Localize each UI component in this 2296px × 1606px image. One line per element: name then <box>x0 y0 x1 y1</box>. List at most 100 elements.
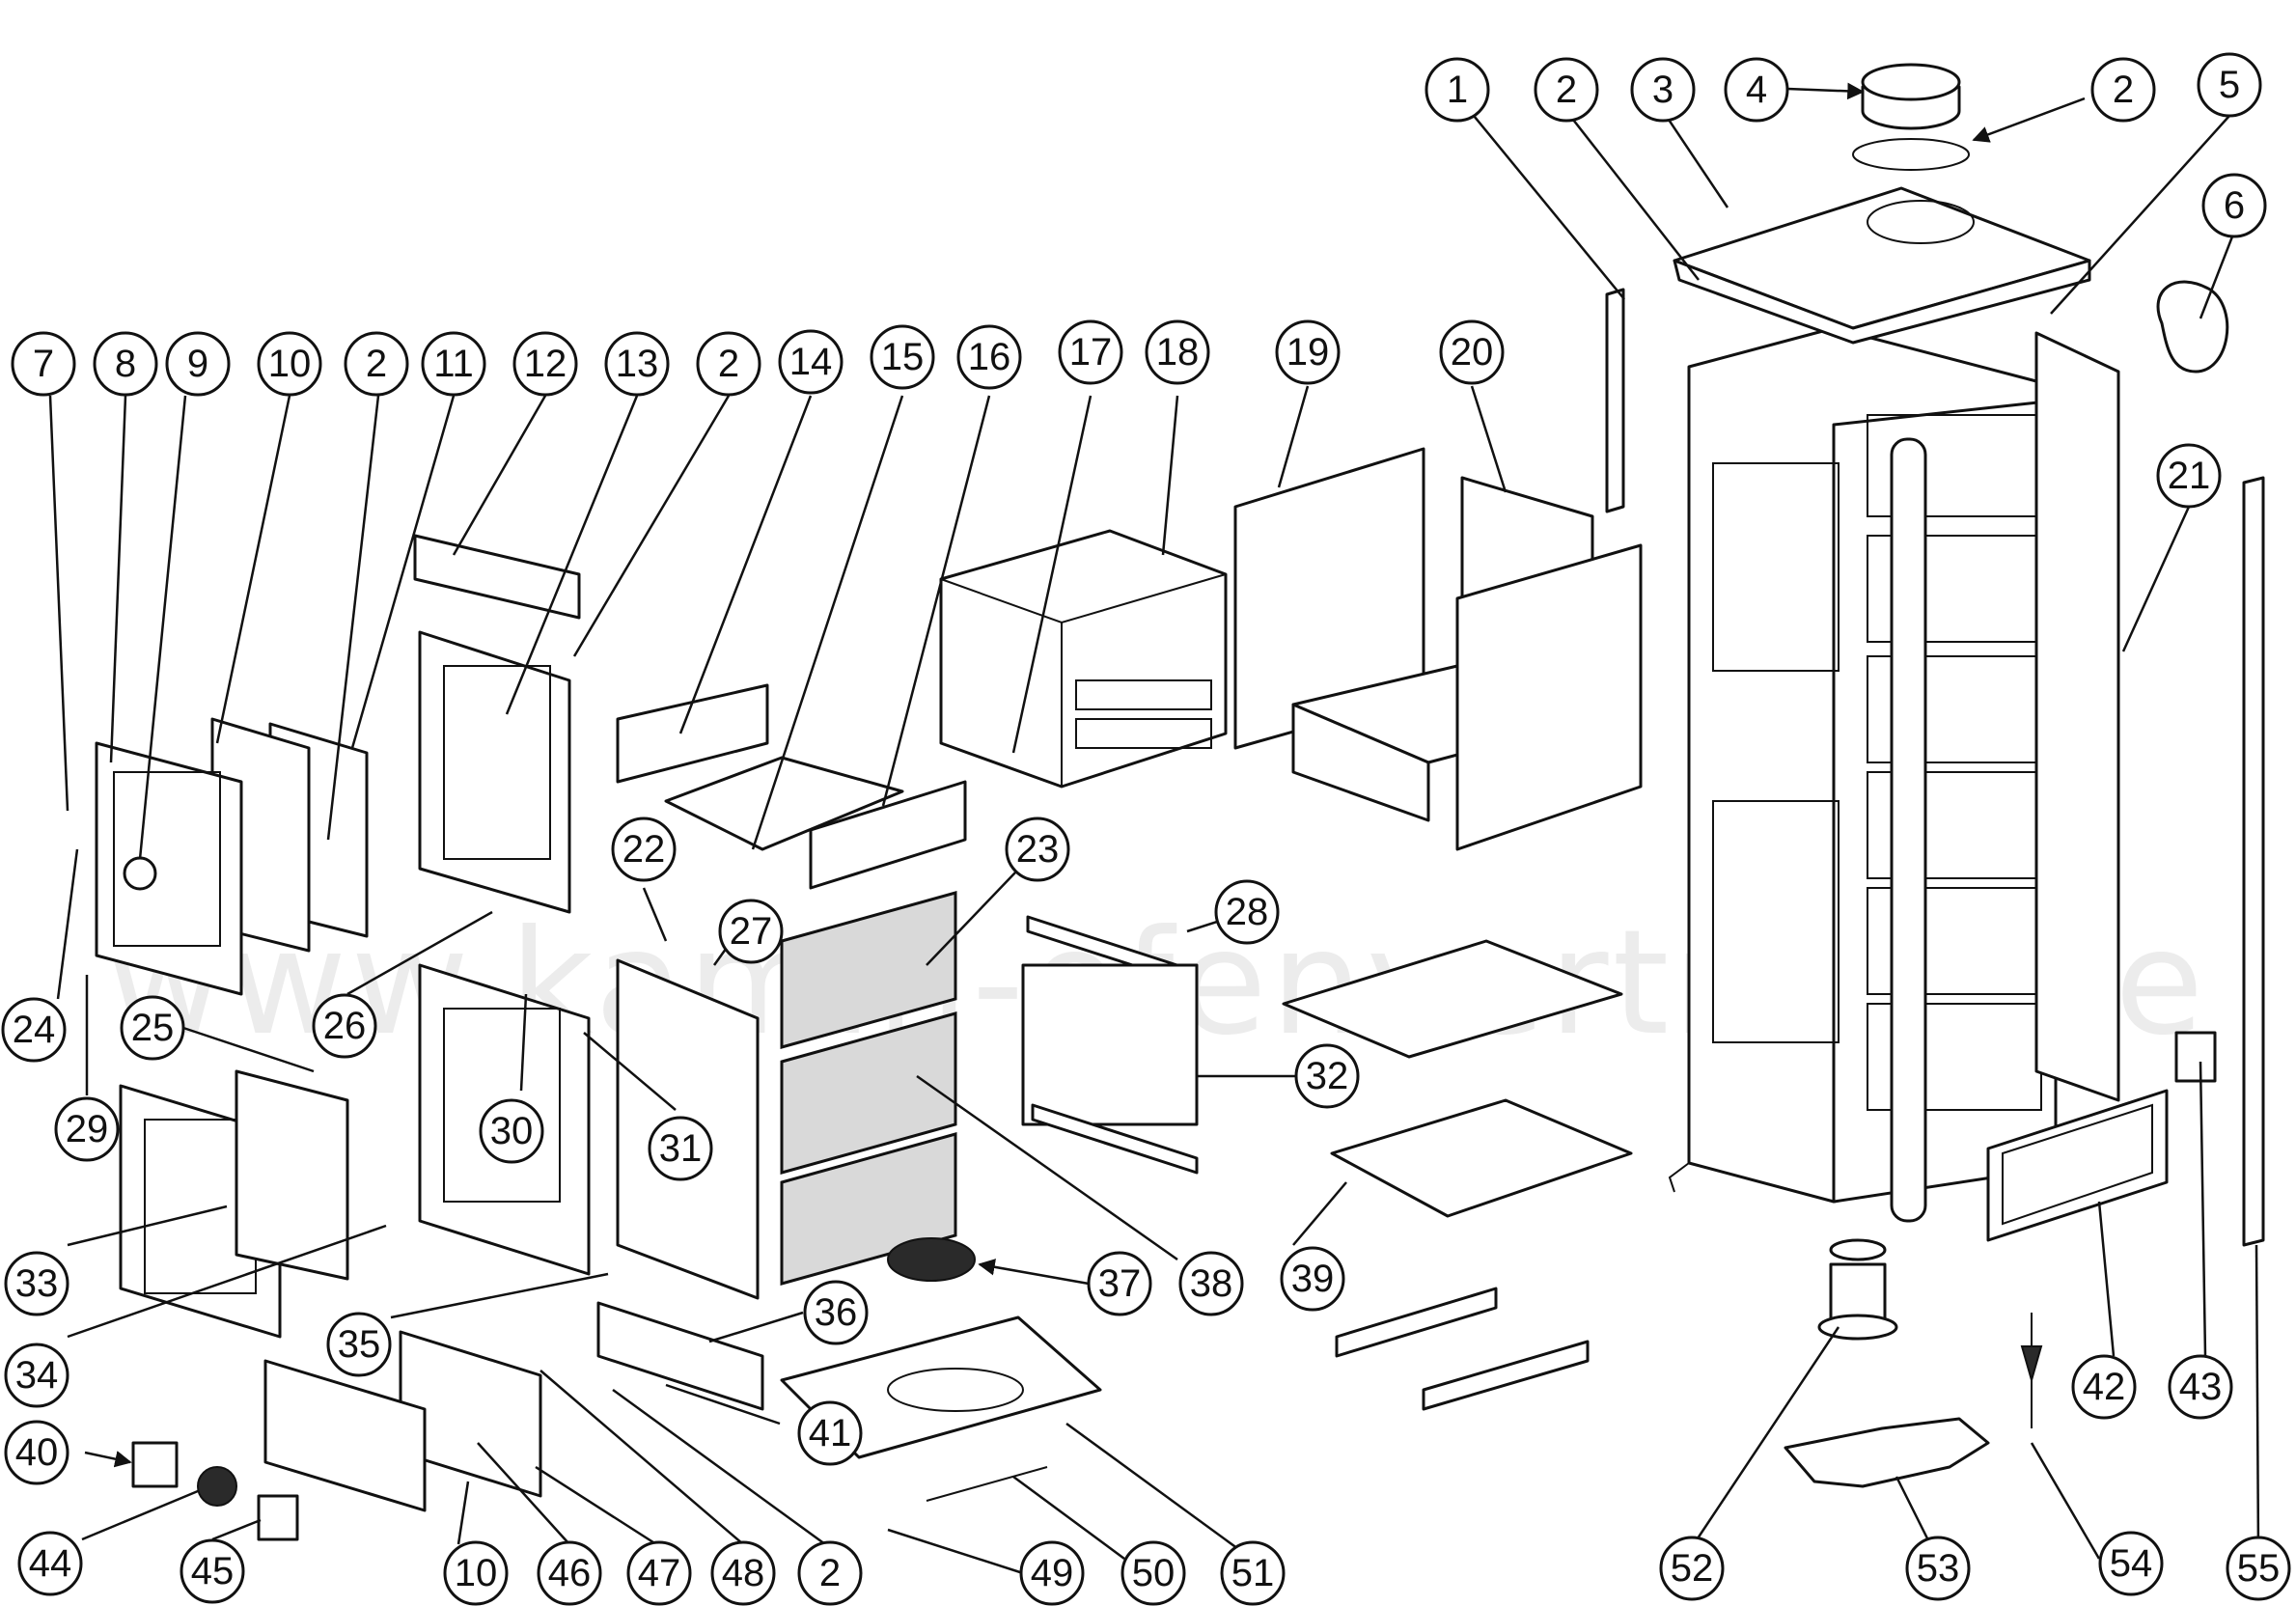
callout-46: 46 <box>537 1540 602 1606</box>
callout-26: 26 <box>312 993 377 1059</box>
callout-2: 2 <box>797 1540 863 1606</box>
tray-39 <box>1282 939 1623 1059</box>
bar-36 <box>596 1301 764 1411</box>
bar-16 <box>809 780 967 890</box>
svg-text:10: 10 <box>268 343 312 385</box>
strip-32b <box>1031 1103 1199 1175</box>
callout-2: 2 <box>2090 57 2156 123</box>
frame-part <box>939 529 1228 789</box>
svg-text:17: 17 <box>1069 331 1113 374</box>
svg-text:50: 50 <box>1132 1552 1176 1594</box>
svg-text:13: 13 <box>616 343 659 385</box>
strip-12 <box>413 534 581 620</box>
door-lower <box>119 1069 349 1339</box>
svg-text:21: 21 <box>2168 455 2211 497</box>
callout-38: 38 <box>1178 1251 1244 1316</box>
svg-text:2: 2 <box>819 1552 841 1594</box>
svg-text:15: 15 <box>881 336 925 378</box>
svg-text:18: 18 <box>1156 331 1200 374</box>
svg-text:2: 2 <box>2113 69 2134 111</box>
window-32 <box>1021 963 1199 1126</box>
grate-frame <box>664 756 904 851</box>
ring-part <box>2156 280 2229 374</box>
svg-text:37: 37 <box>1098 1262 1142 1305</box>
callouts-group: 1 2 3 4 2 5 6 7 8 9 10 2 11 12 13 2 14 1… <box>1 52 2291 1606</box>
callout-35: 35 <box>326 1312 392 1377</box>
svg-text:46: 46 <box>548 1552 592 1594</box>
callout-10: 10 <box>443 1540 509 1606</box>
svg-text:40: 40 <box>15 1431 59 1474</box>
svg-text:4: 4 <box>1746 69 1767 111</box>
callout-7: 7 <box>11 331 76 397</box>
parts-group <box>95 63 2265 1541</box>
svg-text:3: 3 <box>1652 69 1674 111</box>
ash-panel <box>1986 1089 2169 1242</box>
leader-lines <box>48 82 2260 1575</box>
svg-text:43: 43 <box>2179 1366 2223 1408</box>
foot-52 <box>1817 1238 1898 1341</box>
svg-text:24: 24 <box>13 1009 56 1051</box>
svg-text:54: 54 <box>2110 1542 2153 1585</box>
callout-41: 41 <box>797 1400 863 1466</box>
callout-33: 33 <box>4 1251 69 1316</box>
rail-a <box>1335 1287 1498 1358</box>
svg-text:28: 28 <box>1226 891 1269 933</box>
tray-39b <box>1330 1098 1633 1218</box>
svg-text:6: 6 <box>2224 184 2245 227</box>
callout-55: 55 <box>2226 1536 2291 1601</box>
svg-text:11: 11 <box>433 343 474 385</box>
svg-text:36: 36 <box>815 1291 858 1334</box>
callout-31: 31 <box>648 1116 713 1181</box>
svg-text:7: 7 <box>33 343 54 385</box>
callout-53: 53 <box>1905 1536 1971 1601</box>
side-panel <box>2034 331 2120 1102</box>
callout-25: 25 <box>120 995 185 1061</box>
rod-50 <box>926 1466 1048 1502</box>
svg-text:33: 33 <box>15 1262 59 1305</box>
svg-text:38: 38 <box>1190 1262 1233 1305</box>
callout-40: 40 <box>4 1420 69 1485</box>
callout-24: 24 <box>1 997 67 1063</box>
svg-text:52: 52 <box>1671 1547 1714 1590</box>
small-plate <box>2174 1031 2217 1083</box>
callout-23: 23 <box>1005 817 1070 882</box>
grate-37 <box>887 1237 976 1282</box>
flue-collar <box>1852 63 1970 171</box>
callout-16: 16 <box>956 324 1022 390</box>
callout-14: 14 <box>778 329 844 395</box>
callout-5: 5 <box>2197 52 2262 118</box>
svg-text:39: 39 <box>1291 1258 1335 1300</box>
svg-text:27: 27 <box>730 910 773 953</box>
svg-text:19: 19 <box>1286 331 1330 374</box>
callout-21: 21 <box>2156 443 2222 509</box>
callout-2: 2 <box>1534 57 1599 123</box>
svg-text:16: 16 <box>968 336 1011 378</box>
callout-51: 51 <box>1220 1540 1286 1606</box>
callout-27: 27 <box>718 899 784 964</box>
callout-47: 47 <box>626 1540 692 1606</box>
callout-44: 44 <box>17 1531 83 1596</box>
svg-text:32: 32 <box>1306 1055 1349 1097</box>
svg-text:2: 2 <box>1556 69 1577 111</box>
door-upper <box>95 741 243 996</box>
svg-text:9: 9 <box>187 343 208 385</box>
knob-44 <box>197 1466 237 1507</box>
callout-30: 30 <box>479 1098 544 1164</box>
svg-text:30: 30 <box>490 1110 534 1152</box>
svg-text:14: 14 <box>789 341 833 383</box>
svg-text:53: 53 <box>1917 1547 1960 1590</box>
svg-text:23: 23 <box>1016 828 1060 871</box>
top-plate <box>1673 186 2091 345</box>
svg-text:20: 20 <box>1451 331 1494 374</box>
svg-text:1: 1 <box>1447 69 1468 111</box>
callout-10: 10 <box>257 331 322 397</box>
svg-text:35: 35 <box>338 1323 381 1366</box>
callout-22: 22 <box>611 817 677 882</box>
strip-part <box>1605 288 1625 513</box>
callout-20: 20 <box>1439 319 1505 385</box>
svg-text:2: 2 <box>718 343 739 385</box>
callout-45: 45 <box>180 1538 245 1604</box>
panel-45 <box>263 1359 427 1512</box>
svg-text:48: 48 <box>722 1552 765 1594</box>
